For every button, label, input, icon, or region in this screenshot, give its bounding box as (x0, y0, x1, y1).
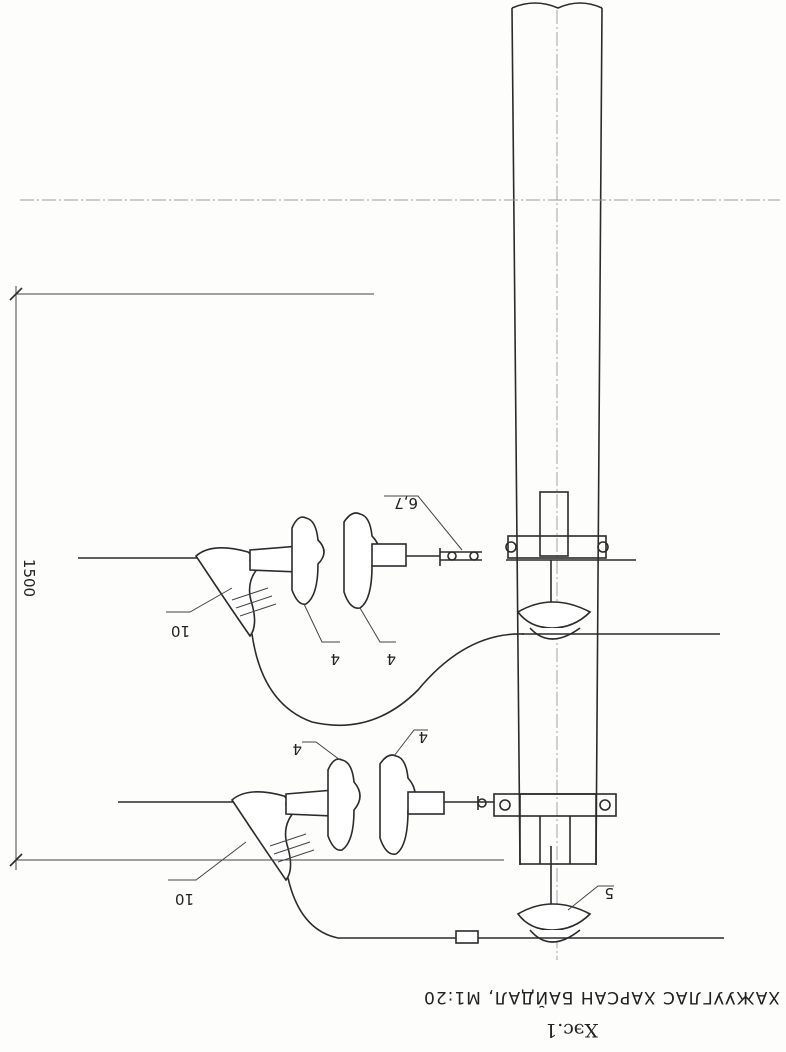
figure-label: Хэс.1 (545, 1019, 598, 1041)
callout-upper-insulator-b: 4 (386, 650, 396, 668)
pole-left-edge (511, 7, 521, 866)
pole (20, 2, 780, 960)
lower-bracket (493, 793, 617, 865)
pole-right-edge (595, 7, 603, 866)
dimension-text: 1500 (20, 559, 38, 597)
lower-link-bolt (477, 798, 487, 808)
lower-jumper-wire (287, 877, 520, 939)
lower-bracket-band (493, 793, 617, 817)
callout-upper-insulator-a: 4 (330, 650, 340, 668)
lower-insulator-cap (407, 791, 445, 815)
callout-upper-clamp: 10 (171, 622, 190, 640)
lower-bolt-right (599, 799, 611, 811)
callout-lower-support: 5 (604, 884, 614, 902)
dimension-tick-bottom (9, 853, 23, 867)
callout-lower-insulator-a: 4 (292, 740, 302, 758)
upper-insulator-cap (371, 543, 407, 567)
callout-upper-fitting: 6,7 (394, 494, 418, 512)
callout-lower-clamp: 10 (175, 890, 194, 908)
callouts: 10 10 4 4 4 4 6,7 5 (166, 494, 614, 911)
upper-link (406, 548, 482, 566)
upper-insulator-string (78, 512, 482, 638)
callout-leader-upper-fitting (384, 495, 463, 551)
upper-insulator-disc-a (291, 516, 325, 606)
callout-leader-lower-support (567, 885, 614, 911)
lower-bolt-left (499, 799, 511, 811)
upper-bracket-band (507, 535, 607, 559)
lower-pin-insulator-body (516, 903, 592, 931)
lower-jumper-connector (455, 930, 479, 944)
upper-clamp-binding (231, 587, 277, 617)
upper-pin-insulator-body (516, 601, 592, 629)
lower-insulator-string (118, 754, 494, 882)
dimension-tick-top (9, 287, 23, 301)
drawing-caption: ХАЖУУГЛАС ХАРСАН БАЙДАЛ, М1:20 (423, 987, 780, 1009)
lower-pin-insulator (516, 846, 724, 943)
lower-yoke (285, 789, 335, 817)
pole-top-break (511, 2, 603, 9)
lower-insulator-disc-a (327, 758, 361, 852)
upper-jumper-loop (251, 633, 525, 727)
upper-bolt-left (505, 541, 517, 553)
dimension-1500: 1500 (9, 286, 504, 870)
upper-bracket-plate (539, 491, 569, 557)
callout-leader-lower-clamp (168, 841, 247, 881)
upper-pin-insulator (516, 560, 720, 640)
callout-leader-upper-insulator-b (359, 607, 396, 643)
upper-link-bolt-b (469, 551, 479, 561)
upper-bolt-right (597, 541, 609, 553)
callout-leader-upper-insulator-a (303, 603, 340, 643)
lower-bracket-body (519, 793, 597, 865)
callout-leader-upper-clamp (166, 587, 233, 613)
upper-link-bolt-a (447, 551, 457, 561)
callout-leader-lower-insulator-a (302, 741, 341, 761)
lower-clamp (230, 791, 300, 882)
upper-bracket (505, 491, 636, 561)
callout-lower-insulator-b: 4 (418, 728, 428, 746)
lower-pin-insulator-base (529, 929, 581, 943)
callout-leader-lower-insulator-b (393, 729, 428, 757)
